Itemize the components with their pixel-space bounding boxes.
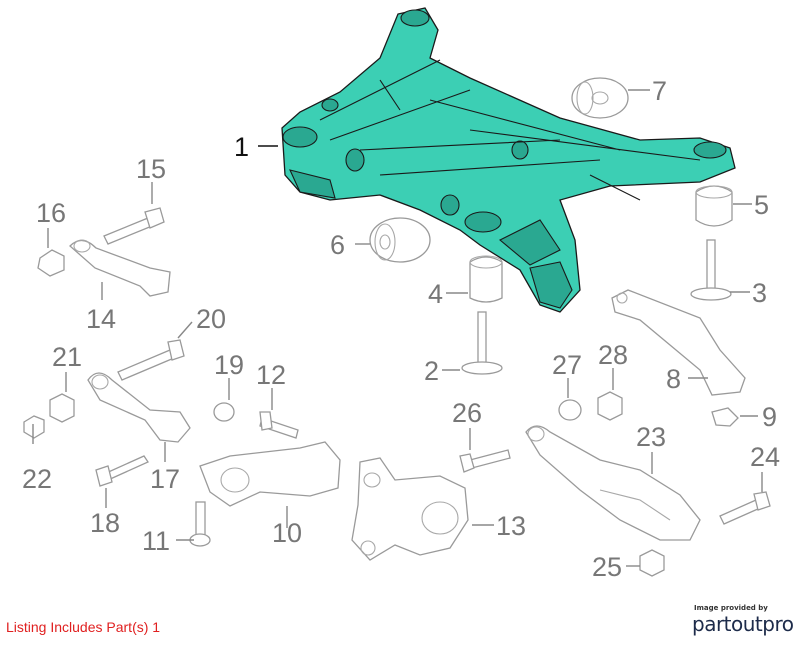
callout-5: 5 (754, 190, 769, 220)
bushing-part-5[interactable] (695, 185, 733, 227)
nut-part-25[interactable] (639, 549, 665, 577)
subframe-part-1[interactable] (281, 7, 736, 313)
bolt-part-12[interactable] (259, 411, 299, 439)
callout-labels: 1 2 3 4 5 6 7 8 9 10 11 12 13 14 15 16 1… (22, 76, 780, 582)
callout-26: 26 (452, 398, 482, 428)
callout-13: 13 (496, 511, 526, 541)
bolt-part-24[interactable] (719, 491, 771, 525)
callout-6: 6 (330, 230, 345, 260)
callout-11: 11 (142, 526, 170, 556)
callout-1: 1 (234, 132, 249, 162)
callout-14: 14 (86, 304, 116, 334)
callout-28: 28 (598, 340, 628, 370)
callout-12: 12 (256, 360, 286, 390)
bolt-part-2[interactable] (461, 311, 503, 375)
callout-16: 16 (36, 198, 66, 228)
bolt-part-18[interactable] (95, 455, 149, 487)
bushing-part-6[interactable] (369, 217, 431, 263)
callout-20: 20 (196, 304, 226, 334)
callout-8: 8 (666, 364, 681, 394)
bolt-part-20[interactable] (117, 339, 185, 381)
bolt-part-15[interactable] (103, 207, 165, 245)
callout-25: 25 (592, 552, 622, 582)
callout-3: 3 (752, 278, 767, 308)
callout-27: 27 (552, 350, 582, 380)
callout-18: 18 (90, 508, 120, 538)
callout-22: 22 (22, 464, 52, 494)
callout-7: 7 (652, 76, 667, 106)
bolt-part-3[interactable] (690, 239, 732, 301)
callout-19: 19 (214, 350, 244, 380)
callout-23: 23 (636, 422, 666, 452)
callout-21: 21 (52, 342, 82, 372)
callout-15: 15 (136, 154, 166, 184)
listing-note: Listing Includes Part(s) 1 (6, 619, 161, 635)
callout-2: 2 (424, 356, 439, 386)
bushing-part-4[interactable] (469, 255, 503, 303)
nut-part-9[interactable] (711, 407, 739, 427)
nut-part-19[interactable] (213, 402, 235, 422)
arm-part-23[interactable] (525, 425, 701, 541)
knuckle-part-13[interactable] (351, 457, 469, 561)
callout-17: 17 (150, 464, 180, 494)
callout-24: 24 (750, 442, 780, 472)
arm-part-10[interactable] (199, 441, 341, 507)
nut-part-21[interactable] (49, 393, 75, 423)
bushing-part-27[interactable] (558, 399, 582, 421)
nut-part-22[interactable] (23, 415, 45, 439)
arm-part-8[interactable] (611, 289, 746, 396)
bolt-part-26[interactable] (459, 449, 511, 473)
callout-10: 10 (272, 518, 302, 548)
leader-lines (32, 89, 763, 567)
bushing-part-7[interactable] (571, 77, 629, 119)
arm-part-14[interactable] (69, 239, 171, 297)
brand-logo: partoutpro (692, 612, 794, 636)
credit-caption: Image provided by (694, 604, 768, 612)
callout-9: 9 (762, 402, 777, 432)
callout-4: 4 (428, 279, 443, 309)
nut-part-16[interactable] (37, 249, 65, 277)
arm-part-17[interactable] (87, 372, 191, 443)
nut-part-28[interactable] (597, 391, 623, 421)
